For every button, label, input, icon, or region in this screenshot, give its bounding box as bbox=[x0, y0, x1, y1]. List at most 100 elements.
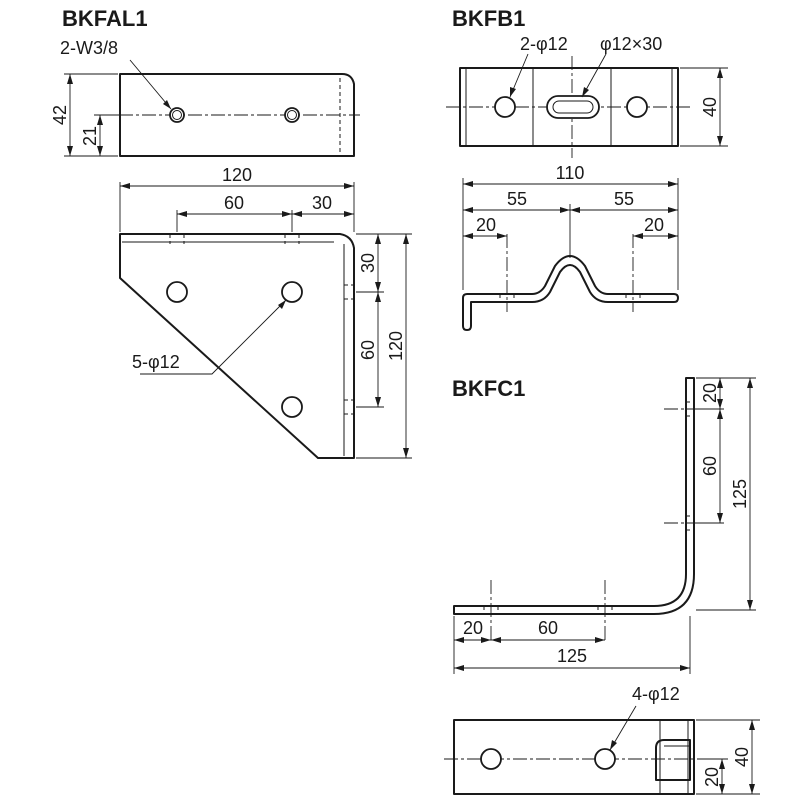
arrow bbox=[717, 399, 723, 409]
bkfc1-bottom-hole-callout: 4-φ12 bbox=[632, 684, 680, 704]
arrow bbox=[719, 784, 725, 794]
bkfal1-top-hole-callout: 2-W3/8 bbox=[60, 38, 118, 58]
arrow bbox=[403, 448, 409, 458]
arrow bbox=[610, 740, 617, 750]
bkfal1-front-dim-60v: 60 bbox=[358, 340, 378, 360]
arrow bbox=[403, 234, 409, 244]
bkfb1-top-dim-40: 40 bbox=[700, 97, 720, 117]
arrow bbox=[344, 211, 354, 217]
arrow bbox=[497, 233, 507, 239]
bkfc1-side-outline bbox=[453, 377, 695, 615]
bkfal1-front-hole-1 bbox=[166, 281, 188, 303]
arrow bbox=[454, 665, 464, 671]
bkfal1-front-dim-120: 120 bbox=[222, 165, 252, 185]
arrow bbox=[375, 234, 381, 244]
arrow bbox=[292, 211, 302, 217]
arrow bbox=[570, 207, 580, 213]
bkfc1-bottom-dim-40: 40 bbox=[732, 747, 752, 767]
arrow bbox=[97, 146, 103, 156]
arrow bbox=[582, 87, 589, 97]
bkfc1-bottom-view: 4-φ12 20 40 bbox=[444, 684, 760, 795]
bkfal1-top-thread-2 bbox=[287, 110, 297, 120]
bkfb1-top-slot bbox=[546, 95, 600, 119]
arrow bbox=[67, 74, 73, 84]
arrow bbox=[491, 637, 501, 643]
bkfc1-side-dim-125h: 125 bbox=[557, 646, 587, 666]
arrow bbox=[668, 181, 678, 187]
bkfb1-side-view: 110 55 55 20 20 bbox=[462, 163, 679, 331]
bkfb1-top-hole-1 bbox=[494, 96, 516, 118]
arrow bbox=[717, 409, 723, 419]
bkfb1-side-dim-20-left: 20 bbox=[476, 215, 496, 235]
bkfal1-front-dim-30h: 30 bbox=[312, 193, 332, 213]
arrow bbox=[595, 637, 605, 643]
arrow bbox=[668, 207, 678, 213]
bkfb1-top-hole-callout: 2-φ12 bbox=[520, 34, 568, 54]
bkfc1-side-dim-125v: 125 bbox=[730, 479, 750, 509]
bkfb1-side-dim-55-right: 55 bbox=[614, 189, 634, 209]
arrow bbox=[749, 784, 755, 794]
bkfal1-top-dim-21: 21 bbox=[80, 126, 100, 146]
arrow bbox=[633, 233, 643, 239]
bkfb1-top-view: 2-φ12 φ12×30 40 bbox=[446, 34, 728, 158]
bkfc1-bottom-hole-2 bbox=[594, 748, 616, 770]
bkfc1-bottom-hole-1 bbox=[480, 748, 502, 770]
bkfal1-top-thread-1 bbox=[172, 110, 182, 120]
arrow bbox=[560, 207, 570, 213]
arrow bbox=[282, 211, 292, 217]
bkfb1-side-outline bbox=[462, 255, 679, 331]
title-bkfc1: BKFC1 bbox=[452, 376, 525, 401]
arrow bbox=[680, 665, 690, 671]
bkfal1-front-hole-callout: 5-φ12 bbox=[132, 352, 180, 372]
bkfb1-top-slot-callout: φ12×30 bbox=[600, 34, 662, 54]
bkfc1-bottom-dim-20: 20 bbox=[702, 767, 722, 787]
bkfb1-side-dim-110: 110 bbox=[556, 163, 585, 183]
title-bkfb1: BKFB1 bbox=[452, 6, 525, 31]
arrow bbox=[510, 87, 516, 97]
bkfc1-side-dim-20h: 20 bbox=[463, 618, 483, 638]
bkfal1-top-dim-42: 42 bbox=[50, 105, 70, 125]
arrow bbox=[463, 207, 473, 213]
arrow bbox=[454, 637, 464, 643]
bkfal1-top-leader-arrow bbox=[163, 100, 171, 109]
arrow bbox=[717, 513, 723, 523]
bkfal1-front-outline bbox=[119, 233, 355, 459]
bkfal1-front-dim-120v: 120 bbox=[386, 331, 406, 361]
title-bkfal1: BKFAL1 bbox=[62, 6, 148, 31]
arrow bbox=[747, 378, 753, 388]
bkfc1-side-dim-60v: 60 bbox=[700, 456, 720, 476]
arrow bbox=[717, 378, 723, 388]
bkfb1-side-dim-55-left: 55 bbox=[507, 189, 527, 209]
bkfal1-top-leader bbox=[129, 59, 172, 110]
arrow bbox=[463, 233, 473, 239]
bkfc1-side-dim-20v: 20 bbox=[700, 383, 720, 403]
bkfal1-front-dim-30v: 30 bbox=[358, 253, 378, 273]
arrow bbox=[749, 720, 755, 730]
arrow bbox=[344, 183, 354, 189]
arrow bbox=[668, 233, 678, 239]
bkfb1-top-slot-inner bbox=[552, 100, 594, 114]
bkfal1-front-hole-2 bbox=[281, 281, 303, 303]
arrow bbox=[67, 146, 73, 156]
arrow bbox=[375, 397, 381, 407]
arrow bbox=[375, 292, 381, 302]
bkfal1-front-hole-3 bbox=[281, 396, 303, 418]
arrow bbox=[481, 637, 491, 643]
bkfal1-front-dim-60h: 60 bbox=[224, 193, 244, 213]
bkfal1-top-view: 2-W3/8 42 21 bbox=[50, 38, 360, 157]
bkfc1-bottom-bend-tab bbox=[655, 739, 691, 781]
arrow bbox=[463, 181, 473, 187]
arrow bbox=[177, 211, 187, 217]
arrow bbox=[97, 115, 103, 125]
arrow bbox=[717, 68, 723, 78]
arrow bbox=[278, 300, 286, 309]
bkfc1-side-view: 20 60 125 20 60 125 bbox=[453, 377, 756, 674]
bkfb1-top-hole-2 bbox=[626, 96, 648, 118]
bkfal1-front-view: 5-φ12 120 60 30 30 60 120 bbox=[119, 165, 412, 459]
arrow bbox=[717, 136, 723, 146]
arrow bbox=[747, 600, 753, 610]
bkfal1-front-leader bbox=[140, 299, 287, 375]
bkfc1-side-dim-60h: 60 bbox=[538, 618, 558, 638]
arrow bbox=[120, 183, 130, 189]
